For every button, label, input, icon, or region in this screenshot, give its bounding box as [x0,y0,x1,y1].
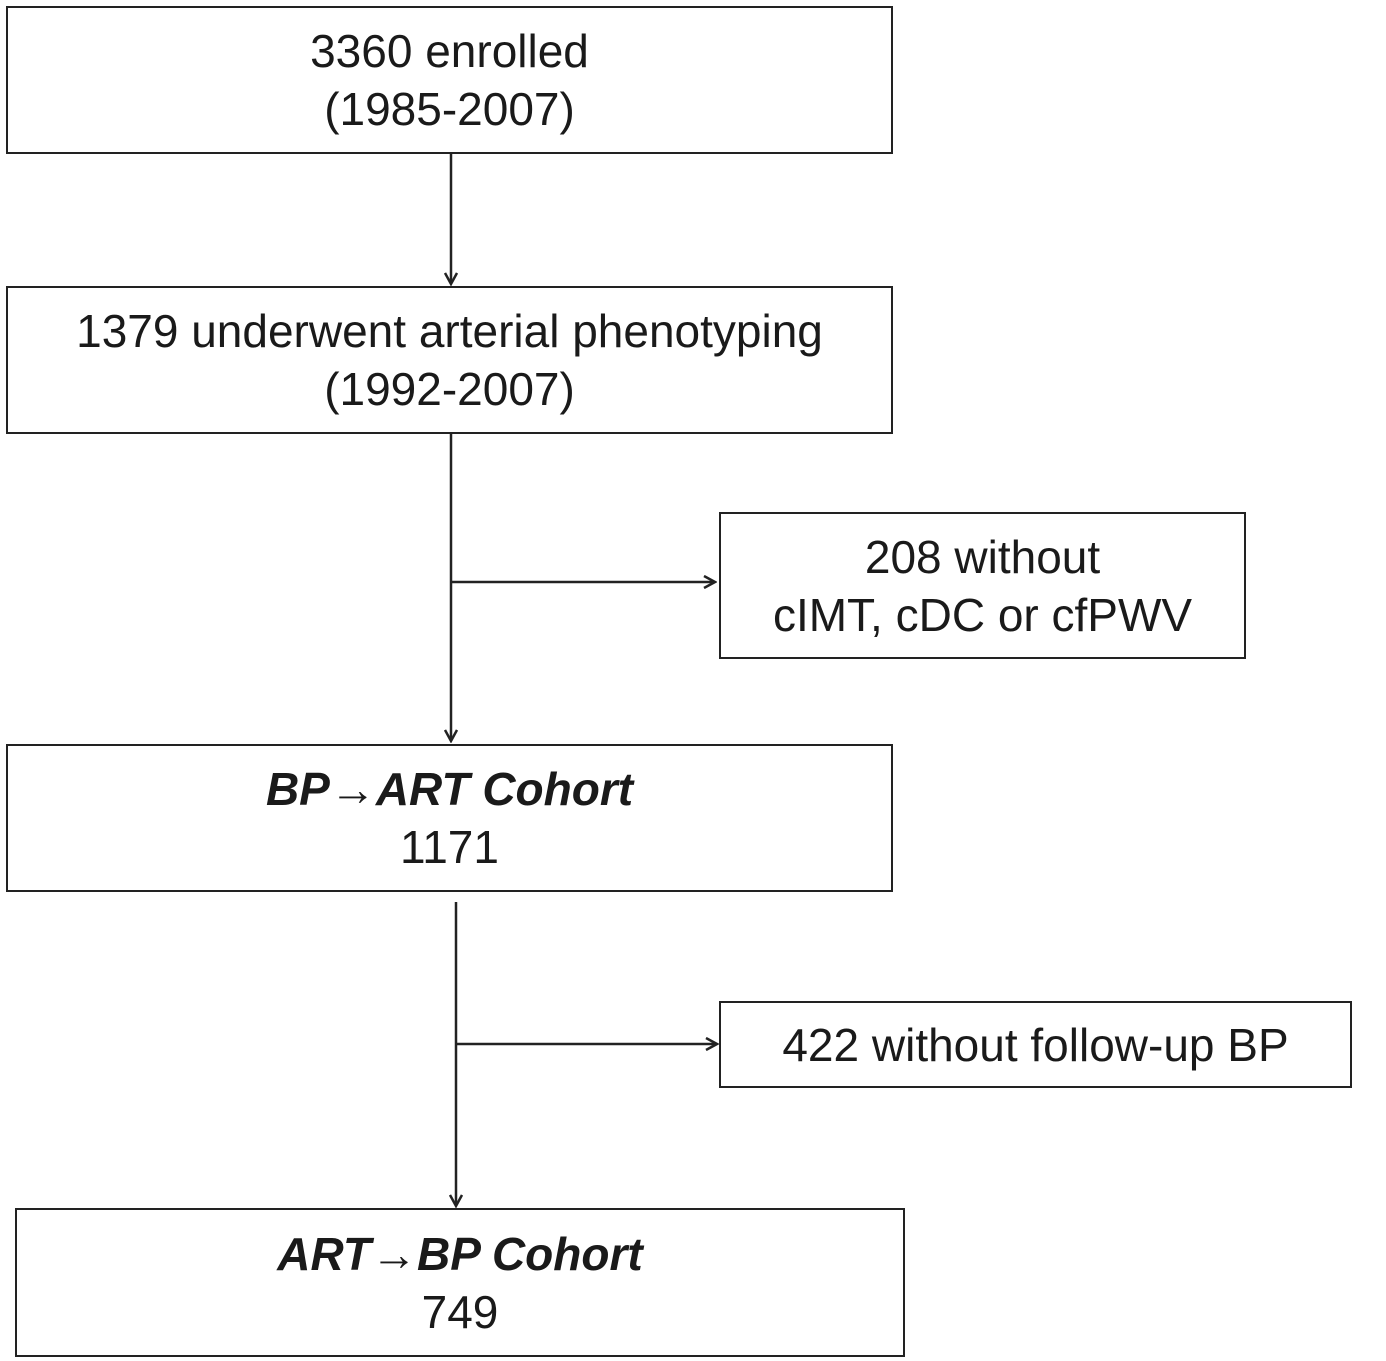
excluded-bp-box: 422 without follow-up BP [719,1001,1352,1088]
excluded-bp-line1: 422 without follow-up BP [782,1018,1289,1071]
excluded-arterial-line1: 208 without [864,530,1101,583]
art-bp-cohort-count: 749 [421,1285,499,1338]
phenotyping-box: 1379 underwent arterial phenotyping (199… [6,286,893,434]
phenotyping-line2: (1992-2007) [324,363,575,415]
enrolled-line2: (1985-2007) [324,83,575,135]
bp-art-cohort-box: BP→ART Cohort 1171 [6,744,893,892]
excluded-arterial-line2: cIMT, cDC or cfPWV [772,588,1193,641]
phenotyping-line1: 1379 underwent arterial phenotyping [76,305,823,357]
excluded-arterial-box: 208 without cIMT, cDC or cfPWV [719,512,1246,659]
art-bp-cohort-title: ART→BP Cohort [277,1227,643,1280]
art-bp-cohort-box: ART→BP Cohort 749 [15,1208,905,1357]
enrolled-box: 3360 enrolled (1985-2007) [6,6,893,154]
enrolled-line1: 3360 enrolled [310,25,589,77]
bp-art-cohort-count: 1171 [400,821,499,873]
bp-art-cohort-title: BP→ART Cohort [265,763,634,815]
